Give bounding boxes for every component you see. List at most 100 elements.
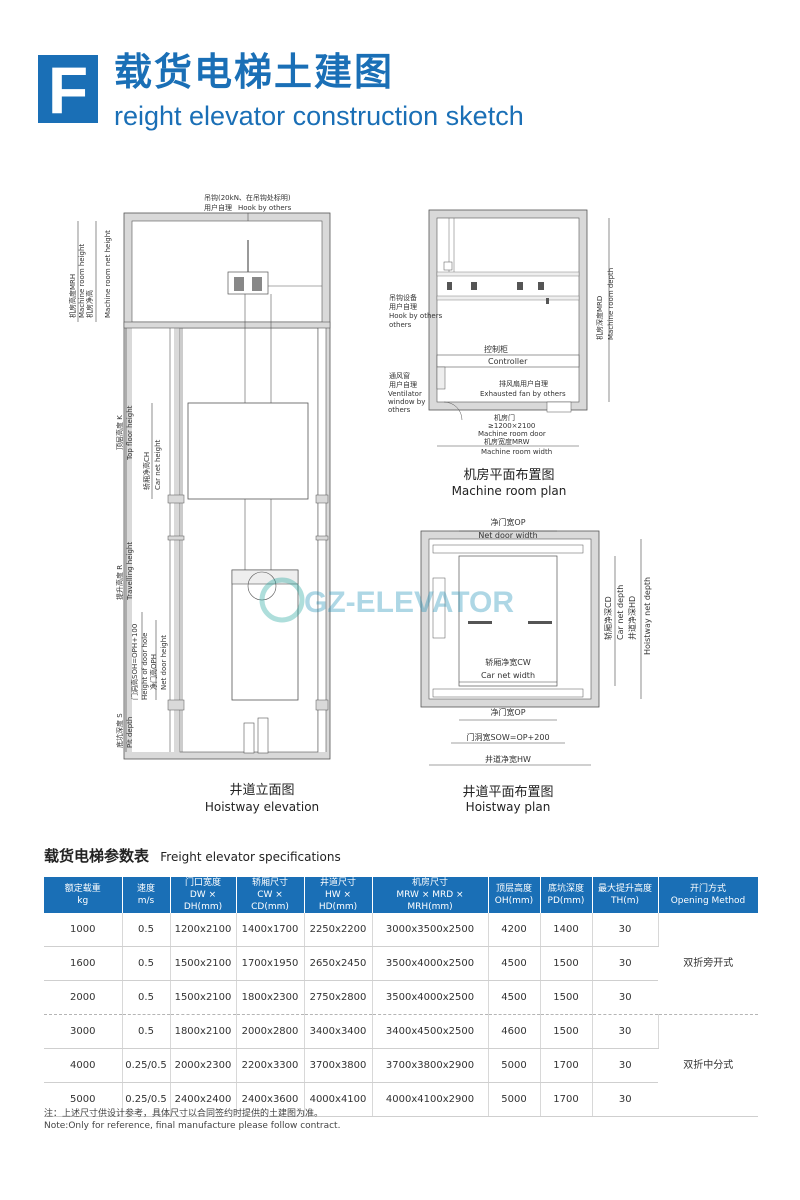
spec-title-zh: 载货电梯参数表 [44,847,150,865]
table-cell: 1500x2100 [170,980,237,1015]
op-top-label-zh: 净门宽OP [490,517,525,527]
mr-plan-caption-en: Machine room plan [452,484,567,498]
table-cell: 2400x2400 [170,1082,237,1117]
mr-width-label-zh: 机房宽度MRW [484,437,530,446]
machine-room-plan-drawing [428,209,610,447]
cw-label-en: Car net width [481,671,535,680]
mr-hook-label-zh: 吊钩设备 [389,293,417,302]
mr-door-size: ≥1200×2100 [488,422,535,430]
controller-label-zh: 控制柜 [484,344,508,354]
table-cell: 30 [592,946,658,981]
table-cell: 1700 [540,1048,593,1083]
drawings-svg: 吊钩(20kN、在吊钩处标明) 用户自理 Hook by others 机房高度… [68,193,652,814]
table-cell: 0.5 [122,1014,171,1049]
hoistway-elevation-drawing [77,212,331,760]
table-cell: 3700x3800x2900 [372,1048,489,1083]
table-cell: 3000x3500x2500 [372,913,489,947]
section-badge: F [38,55,98,125]
page-header: F 载货电梯土建图 reight elevator construction s… [0,0,800,140]
table-cell: 5000 [44,1082,123,1117]
table-cell: 1000 [44,913,123,947]
mrh-label-zh: 机房高度MRH [68,274,77,318]
note-en: Note:Only for reference, final manufactu… [44,1121,341,1131]
mr-depth-label-zh: 机房深度MRD [595,296,604,340]
table-cell: 3500x4000x2500 [372,980,489,1015]
vent-label-zh: 通风窗 [389,371,410,380]
mr-plan-caption-zh: 机房平面布置图 [463,467,554,483]
table-cell: 0.5 [122,913,171,947]
oph-label-en: Net door height [160,635,168,690]
pit-label-zh: 底坑深度 S [115,713,124,748]
mr-depth-label-en: Machine room depth [607,268,615,340]
op-top-label-en: Net door width [478,531,537,540]
hook-label-zh: 吊钩(20kN、在吊钩处标明) [204,193,291,202]
table-cell: 1500 [540,946,593,981]
table-cell: 1700x1950 [236,946,305,981]
hd-label-en: Hoistway net depth [643,577,652,655]
table-cell: 0.25/0.5 [122,1082,171,1117]
mr-hook-label-en: Hook by others [389,312,443,320]
table-cell: 2250x2200 [304,913,373,947]
cd-label-en: Car net depth [616,585,625,640]
watermark-logo: GZ-ELEVATOR [259,577,514,623]
table-cell: 4000x4100x2900 [372,1082,489,1117]
mr-door-label-zh: 机房门 [494,413,515,422]
table-cell: 1400x1700 [236,913,305,947]
mr-width-label-en: Machine room width [481,448,552,456]
opening-method-cell: 双折旁开式 [658,913,758,1015]
table-cell: 3400x3400 [304,1014,373,1049]
mr-hook-label-zh2: 用户自理 [389,302,417,311]
cd-label-zh: 轿厢净深CD [603,596,613,640]
top-floor-label-en: Top floor height [126,405,134,461]
table-cell: 0.5 [122,980,171,1015]
table-cell: 1700 [540,1082,593,1117]
mrh-label-en: Machine room height [78,244,86,318]
table-cell: 2400x3600 [236,1082,305,1117]
table-cell: 2750x2800 [304,980,373,1015]
vent-label-en: Ventilator window by others [388,390,426,414]
hook-label-zh2: 用户自理 [204,203,232,212]
page-title-en: reight elevator construction sketch [114,101,524,131]
table-cell: 1800x2300 [236,980,305,1015]
soh-label-zh: 门洞高SOH=OPH+100 [130,624,139,700]
table-cell: 1500 [540,1014,593,1049]
table-cell: 0.25/0.5 [122,1048,171,1083]
table-cell: 1800x2100 [170,1014,237,1049]
table-cell: 3000 [44,1014,123,1049]
vent-label-zh2: 用户自理 [389,380,417,389]
table-cell: 2000 [44,980,123,1015]
table-cell: 5000 [488,1082,541,1117]
hook-label-en: Hook by others [238,204,292,212]
elevation-caption-en: Hoistway elevation [205,800,319,814]
table-cell: 30 [592,913,659,947]
cw-label-zh: 轿厢净宽CW [485,657,531,667]
table-cell: 1500x2100 [170,946,237,981]
controller-label-en: Controller [488,357,528,366]
table-cell: 1500 [540,980,593,1015]
table-cell: 4500 [488,946,541,981]
car-height-label-zh: 轿厢净高CH [142,452,151,490]
pit-label-en: Pit depth [126,717,134,748]
table-cell: 3700x3800 [304,1048,373,1083]
table-cell: 0.5 [122,946,171,981]
table-cell: 5000 [488,1048,541,1083]
top-floor-label-zh: 顶层高度 K [115,415,124,450]
table-cell: 2000x2300 [170,1048,237,1083]
table-cell: 1600 [44,946,123,981]
oph-label-zh: 净门高OPH [149,654,158,690]
op-bottom-label-zh: 净门宽OP [490,707,525,717]
fan-label-en: Exhausted fan by others [480,390,566,398]
